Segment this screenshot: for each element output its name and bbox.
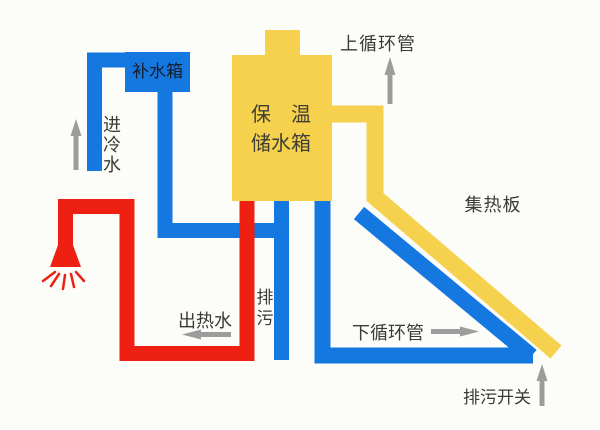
svg-text:进: 进: [103, 115, 121, 135]
lower-circulation-arrow-icon: [431, 326, 479, 337]
drain-label: 排 污: [257, 288, 274, 328]
collector-panel-pipe: [353, 206, 537, 363]
lower-circulation-label: 下循环管: [352, 323, 424, 343]
cold-inlet-label: 进 冷 水: [103, 115, 121, 175]
hot-water-pipe: [58, 199, 255, 361]
svg-text:污: 污: [257, 309, 274, 328]
drain-switch-arrow-icon: [536, 364, 548, 406]
svg-text:排: 排: [257, 288, 274, 307]
storage-tank-label-line1: 保 温: [251, 103, 311, 126]
cold-water-inlet-pipe: [87, 52, 126, 171]
hot-water-out-arrow-icon: [182, 329, 231, 340]
storage-tank-label-line2: 储水箱: [251, 132, 311, 155]
svg-text:水: 水: [103, 155, 121, 175]
makeup-tank: [125, 52, 190, 92]
svg-text:冷: 冷: [103, 135, 121, 155]
cold-inlet-arrow-icon: [70, 119, 82, 170]
shower-head-icon: [50, 245, 81, 267]
collector-label: 集热板: [465, 195, 522, 215]
shower-spray-icon: [41, 270, 86, 291]
drain-switch-label: 排污开关: [463, 388, 531, 407]
upper-circulation-label: 上循环管: [340, 34, 416, 54]
storage-tank: [232, 30, 332, 201]
upper-circulation-pipe: [331, 105, 562, 359]
makeup-tank-label: 补水箱: [132, 62, 183, 81]
hot-water-out-label: 出热水: [178, 311, 232, 331]
upper-circulation-arrow-icon: [384, 57, 396, 104]
lower-circulation-pipe: [314, 199, 533, 364]
